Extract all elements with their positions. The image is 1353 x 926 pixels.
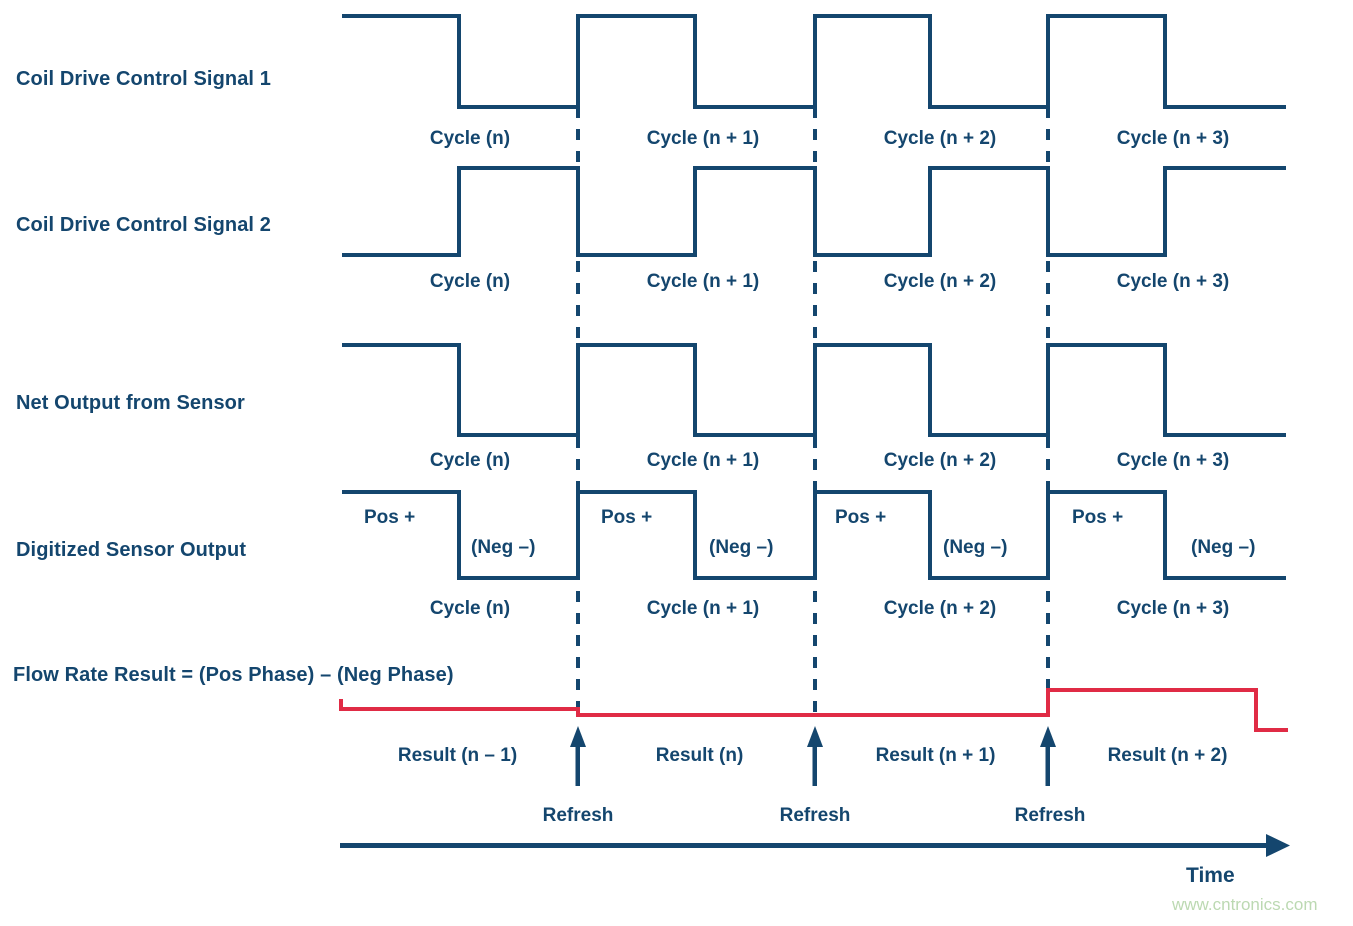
cycle-label-dig-n3: Cycle (n + 3) [1116,598,1230,619]
time-axis-arrow [340,834,1290,857]
row-label-coil-drive-control-signal-1: Coil Drive Control Signal 1 [16,68,271,90]
cycle-label-s2-n3: Cycle (n + 3) [1116,271,1230,292]
refresh-arrow-1 [570,726,586,786]
cycle-label-s1-n2: Cycle (n + 2) [883,128,997,149]
cycle-label-dig-n2: Cycle (n + 2) [883,598,997,619]
cycle-boundary-dashed-lines [576,107,1050,716]
cycle-label-net-n: Cycle (n) [429,450,511,471]
waveform-net-output-from-sensor [342,343,1286,437]
waveform-coil-drive-control-signal-2 [342,166,1286,257]
cycle-label-s2-n2: Cycle (n + 2) [883,271,997,292]
row-label-digitized-sensor-output: Digitized Sensor Output [16,539,247,561]
row-label-flow-rate-result: Flow Rate Result = (Pos Phase) – (Neg Ph… [13,664,454,686]
watermark-text: www.cntronics.com [1172,895,1318,914]
cycle-label-s2-n1: Cycle (n + 1) [646,271,760,292]
phase-label-neg-cycle-n2: (Neg –) [943,537,1008,558]
refresh-arrow-3 [1040,726,1056,786]
phase-label-pos-cycle-n1: Pos + [601,507,653,528]
phase-label-pos-cycle-n: Pos + [364,507,416,528]
result-label-n-minus-1: Result (n – 1) [397,745,518,766]
row-label-coil-drive-control-signal-2: Coil Drive Control Signal 2 [16,214,271,236]
refresh-arrow-2 [807,726,823,786]
cycle-label-s1-n: Cycle (n) [429,128,511,149]
cycle-label-s1-n1: Cycle (n + 1) [646,128,760,149]
waveform-flow-rate-result [339,688,1288,732]
cycle-label-net-n3: Cycle (n + 3) [1116,450,1230,471]
phase-label-neg-cycle-n3: (Neg –) [1191,537,1256,558]
cycle-label-dig-n1: Cycle (n + 1) [646,598,760,619]
phase-label-pos-cycle-n2: Pos + [835,507,887,528]
cycle-label-dig-n: Cycle (n) [429,598,511,619]
waveform-coil-drive-control-signal-1 [342,14,1286,109]
cycle-label-s1-n3: Cycle (n + 3) [1116,128,1230,149]
result-label-n-plus-1: Result (n + 1) [875,745,996,766]
result-label-n: Result (n) [655,745,744,766]
row-label-net-output-from-sensor: Net Output from Sensor [16,392,245,414]
result-label-n-plus-2: Result (n + 2) [1107,745,1228,766]
phase-label-neg-cycle-n1: (Neg –) [709,537,774,558]
phase-label-neg-cycle-n: (Neg –) [471,537,536,558]
refresh-label-1: Refresh [542,805,614,826]
phase-label-pos-cycle-n3: Pos + [1072,507,1124,528]
cycle-label-s2-n: Cycle (n) [429,271,511,292]
cycle-label-net-n2: Cycle (n + 2) [883,450,997,471]
refresh-arrows [570,726,1056,786]
refresh-label-2: Refresh [779,805,851,826]
cycle-label-net-n1: Cycle (n + 1) [646,450,760,471]
refresh-label-3: Refresh [1014,805,1086,826]
time-axis-label: Time [1186,864,1235,887]
